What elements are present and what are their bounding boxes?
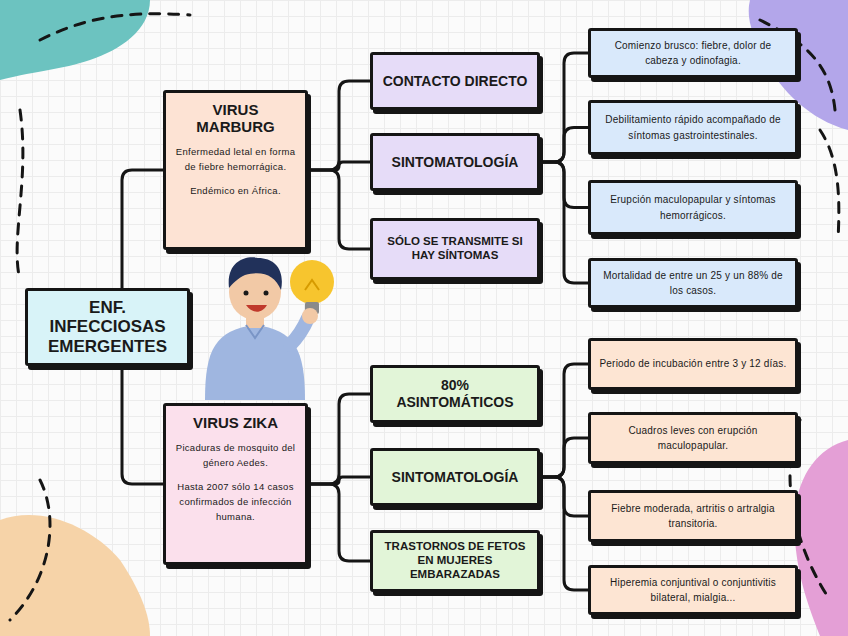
blob (0, 515, 150, 636)
node-title: VIRUS MARBURG (174, 101, 297, 135)
dashed-curve (10, 480, 50, 620)
category-box: SINTOMATOLOGÍA (370, 448, 540, 506)
node-title: Hiperemia conjuntival o conjuntivitis bi… (599, 575, 787, 606)
connector (308, 81, 370, 170)
dashed-curve (820, 130, 839, 240)
connector (540, 53, 588, 162)
node-title: Comienzo brusco: fiebre, dolor de cabeza… (599, 38, 787, 69)
detail-box: Comienzo brusco: fiebre, dolor de cabeza… (588, 28, 798, 78)
connector (308, 170, 370, 249)
category-box: TRASTORNOS DE FETOS EN MUJERES EMBARAZAD… (370, 530, 540, 592)
detail-box: Hiperemia conjuntival o conjuntivitis bi… (588, 565, 798, 615)
node-body: Hasta 2007 sólo 14 casos confirmados de … (174, 480, 297, 524)
node-title: 80% ASINTOMÁTICOS (381, 377, 529, 411)
node-title: SÓLO SE TRANSMITE SI HAY SÍNTOMAS (381, 235, 529, 263)
detail-box: Mortalidad de entre un 25 y un 88% de lo… (588, 258, 798, 308)
node-title: VIRUS ZIKA (193, 414, 278, 431)
blob (0, 0, 150, 80)
node-title: SINTOMATOLOGÍA (392, 469, 519, 486)
connector (308, 394, 370, 484)
connector (122, 170, 163, 288)
detail-box: Periodo de incubación entre 3 y 12 días. (588, 338, 798, 390)
detail-box: Cuadros leves con erupción maculopapular… (588, 412, 798, 464)
connector (540, 364, 588, 477)
connector (540, 128, 588, 163)
connector (122, 366, 163, 484)
node-title: Cuadros leves con erupción maculopapular… (599, 423, 787, 454)
connector (540, 162, 588, 283)
node-title: CONTACTO DIRECTO (383, 73, 528, 90)
node-title: TRASTORNOS DE FETOS EN MUJERES EMBARAZAD… (381, 540, 529, 581)
node-title: SINTOMATOLOGÍA (392, 154, 519, 171)
connector (540, 477, 588, 590)
category-box: SINTOMATOLOGÍA (370, 133, 540, 191)
dashed-curve (40, 14, 190, 40)
connector (540, 438, 588, 477)
virus-box: VIRUS ZIKA Picaduras de mosquito del géne… (163, 403, 308, 565)
virus-box: VIRUS MARBURG Enfermedad letal en forma d… (163, 90, 308, 250)
node-body: Enfermedad letal en forma de fiebre hemo… (174, 145, 297, 174)
category-box: 80% ASINTOMÁTICOS (370, 365, 540, 423)
node-body: Endémico en África. (190, 184, 281, 199)
category-box: SÓLO SE TRANSMITE SI HAY SÍNTOMAS (370, 218, 540, 280)
node-title: ENF. INFECCIOSAS EMERGENTES (36, 298, 179, 357)
node-title: Debilitamiento rápido acompañado de sínt… (599, 112, 787, 143)
node-title: Mortalidad de entre un 25 y un 88% de lo… (599, 268, 787, 299)
node-title: Erupción maculopapular y síntomas hemorr… (599, 192, 787, 223)
connector (308, 484, 370, 561)
node-body: Picaduras de mosquito del género Aedes. (174, 441, 297, 470)
detail-box: Debilitamiento rápido acompañado de sínt… (588, 100, 798, 155)
detail-box: Erupción maculopapular y síntomas hemorr… (588, 180, 798, 235)
dashed-curve (17, 110, 23, 280)
detail-box: Fiebre moderada, artritis o artralgia tr… (588, 490, 798, 542)
node-title: Fiebre moderada, artritis o artralgia tr… (599, 501, 787, 532)
node-title: Periodo de incubación entre 3 y 12 días. (599, 356, 786, 372)
root-box: ENF. INFECCIOSAS EMERGENTES (25, 288, 190, 366)
category-box: CONTACTO DIRECTO (370, 52, 540, 110)
blob (794, 440, 848, 636)
person-illustration (205, 257, 334, 400)
